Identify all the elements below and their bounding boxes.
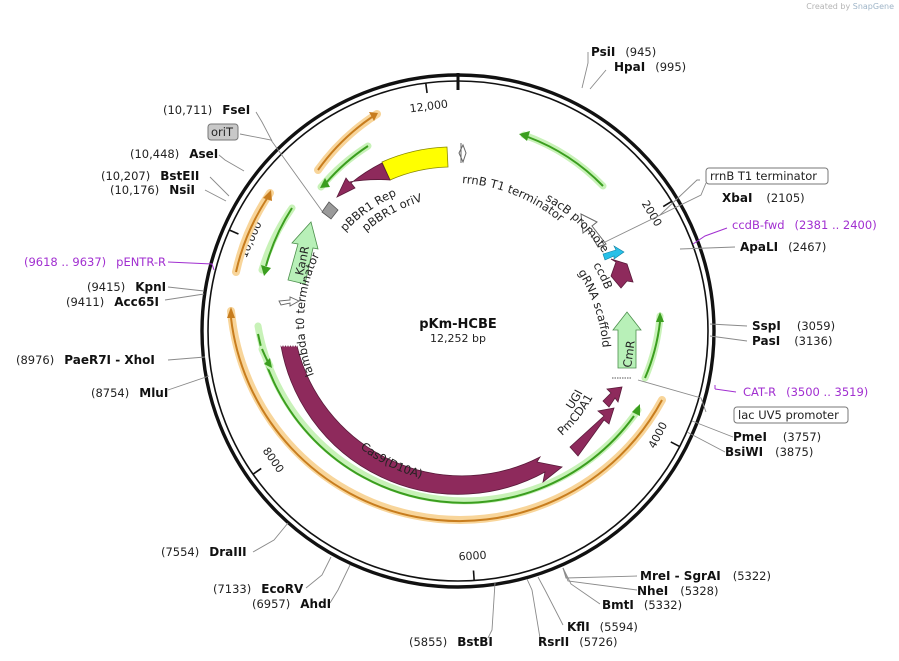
snapgene-brand: SnapGene [852,2,894,11]
site-bstbi[interactable]: (5855)BstBI [409,635,493,649]
tick-mark [424,82,428,94]
orf-arrow-right-top-line [527,136,604,187]
site-fsei[interactable]: (10,711)FseI [163,103,250,117]
site-apali[interactable]: ApaLI(2467) [740,240,826,254]
pbbr1-rep-arrow [336,162,391,198]
boxed-orit[interactable]: oriT [207,123,239,141]
site-pasi[interactable]: PasI(3136) [752,334,832,348]
ugi-arrow [602,386,623,408]
svg-text:lac UV5 promoter: lac UV5 promoter [738,408,839,422]
tick-mark [472,570,475,581]
backbone [200,73,716,589]
label-cmr: CmR [620,339,638,368]
cmr-arrow [612,311,642,369]
orf-arrow-outer-green [254,322,642,505]
site-acc65i[interactable]: (9411)Acc65I [66,295,159,309]
cas9-d10a-arrow [280,345,563,495]
ccdb-arrow [610,258,634,289]
tick-mark [670,441,681,448]
tick-label: 6000 [458,549,487,564]
site-asei[interactable]: (10,448)AseI [130,147,218,161]
site-draiii[interactable]: (7554)DraIII [161,545,247,559]
tick-label: 2000 [639,198,665,229]
primer-cat-r[interactable]: CAT-R(3500 .. 3519) [743,385,868,399]
site-bsiwi[interactable]: BsiWI(3875) [725,445,813,459]
label-sacb-promoter: sacB promoter [0,0,612,255]
site-labels: PsiI(945) HpaI(995) XbaI(2105) ApaLI(246… [16,45,835,649]
ccdb-fwd-arrow [602,245,625,261]
primer-leaders [167,227,737,393]
kanr-arrow [287,221,319,285]
site-rsrii[interactable]: RsrII(5726) [538,635,617,649]
site-sspi[interactable]: SspI(3059) [752,319,835,333]
site-bmti[interactable]: BmtI(5332) [602,598,682,612]
orit-marker [321,201,339,220]
site-nsii[interactable]: (10,176)NsiI [110,183,195,197]
sacb-promoter-arrow [580,213,607,248]
pmcda1-arrow [569,407,615,457]
site-paer7i-xhoi[interactable]: (8976)PaeR7I - XhoI [16,353,155,367]
svg-text:rrnB T1 terminator: rrnB T1 terminator [710,169,817,183]
tick-mark [228,229,239,235]
primer-ccdb-fwd[interactable]: ccdB-fwd(2381 .. 2400) [732,218,877,232]
boxed-rrnb-t1-terminator[interactable]: rrnB T1 terminator [705,167,829,185]
tick-label: 12,000 [409,97,449,115]
site-kpni[interactable]: (9415)KpnI [87,280,166,294]
snapgene-credit: Created by SnapGene [806,2,894,11]
site-xbai[interactable]: XbaI(2105) [722,191,805,205]
site-leaders [164,52,748,639]
tick-label: 8000 [260,445,287,475]
boxed-lac-uv5-promoter[interactable]: lac UV5 promoter [733,406,849,424]
site-ecorv[interactable]: (7133)EcoRV [213,582,304,596]
site-mlui[interactable]: (8754)MluI [91,386,168,400]
site-pmei[interactable]: PmeI(3757) [733,430,821,444]
site-bsteii[interactable]: (10,207)BstEII [101,169,199,183]
orf-arrow-right-mid [641,312,664,382]
plasmid-name: pKm-HCBE [419,317,497,332]
credit-prefix: Created by [806,2,851,11]
plasmid-length: 12,252 bp [430,332,486,345]
tick-mark [252,467,262,475]
site-mrei-sgrai[interactable]: MreI - SgrAI(5322) [640,569,771,583]
boxed-feature-labels: rrnB T1 terminator lac UV5 promoter oriT [207,123,849,424]
site-ahdi[interactable]: (6957)AhdI [252,597,331,611]
lambda-t0-terminator-arrow [278,296,301,307]
site-kfli[interactable]: KflI(5594) [567,620,638,634]
rrnb-t1-terminator-marker [458,143,467,164]
label-kanr: KanR [292,245,312,277]
orf-arrow-right-top [520,131,607,190]
primer-pentr-r[interactable]: (9618 .. 9637)pENTR-R [24,255,166,269]
site-hpai[interactable]: HpaI(995) [614,60,686,74]
site-psii[interactable]: PsiI(945) [591,45,656,59]
svg-text:oriT: oriT [211,125,234,139]
pbbr1-oriv-block [381,146,449,181]
site-nhei[interactable]: NheI(5328) [637,584,718,598]
primer-labels: ccdB-fwd(2381 .. 2400) CAT-R(3500 .. 351… [24,218,877,399]
orf-arrows [227,110,666,524]
tick-mark [662,200,673,208]
features [278,143,642,495]
